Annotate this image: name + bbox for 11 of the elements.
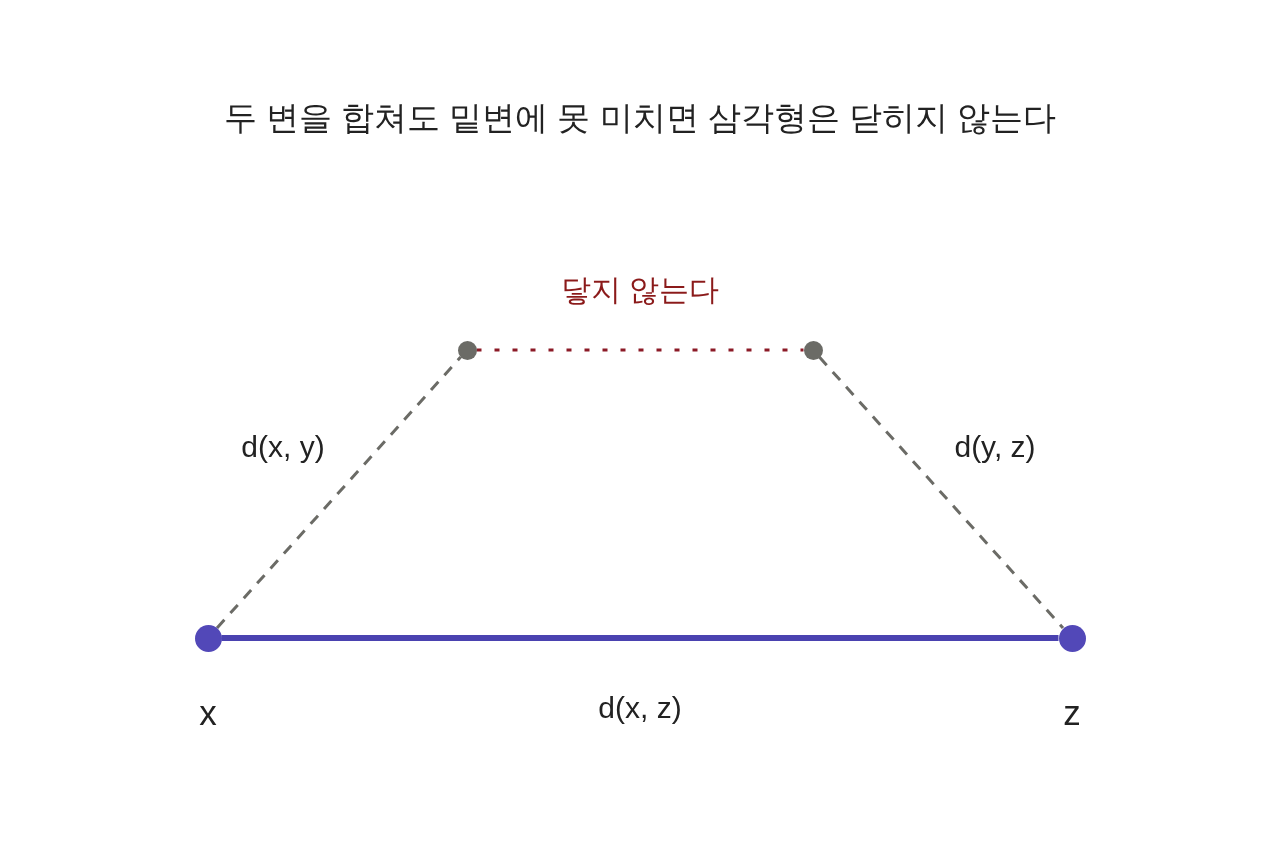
dashed-line xyxy=(215,356,462,629)
point-label: z xyxy=(1063,692,1081,734)
point-dot xyxy=(803,340,823,360)
dashed-line xyxy=(818,356,1065,629)
solid-line xyxy=(221,635,1059,641)
point-dot xyxy=(1058,624,1086,652)
dotted-line xyxy=(476,348,804,352)
point-dot xyxy=(194,624,222,652)
diagram-title: 두 변을 합쳐도 밑변에 못 미치면 삼각형은 닫히지 않는다 xyxy=(223,99,1057,137)
point-label: x xyxy=(199,692,217,734)
point-dot xyxy=(457,340,477,360)
